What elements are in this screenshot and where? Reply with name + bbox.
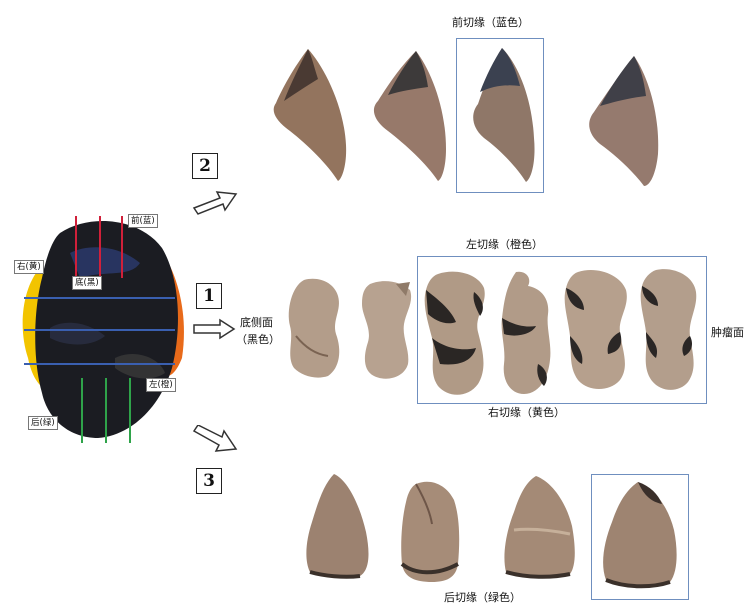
tag-right: 右(黄) [14, 260, 44, 274]
specimen [10, 208, 190, 448]
arrow-right-icon [192, 318, 236, 340]
step-2-box: 2 [192, 153, 218, 179]
label-right-margin: 右切缘（黄色） [488, 406, 565, 419]
step-1-box: 1 [196, 283, 222, 309]
side-slice-1 [422, 268, 492, 400]
label-front-margin: 前切缘（蓝色） [452, 16, 529, 29]
front-slice-1 [268, 45, 352, 185]
side-slice-4 [636, 266, 702, 396]
label-tumor-side: 肿瘤面 [711, 326, 744, 339]
tag-left: 左(橙) [146, 378, 176, 392]
tag-front: 前(蓝) [128, 214, 158, 228]
back-slice-2 [396, 478, 468, 586]
front-slice-3 [466, 42, 542, 190]
tag-back: 后(绿) [28, 416, 58, 430]
bottom-slice-1 [284, 276, 346, 380]
front-slice-2 [368, 45, 452, 185]
step-3-box: 3 [196, 468, 222, 494]
label-bottom-side-1: 底侧面 [240, 316, 273, 329]
label-back-margin: 后切缘（绿色） [444, 591, 521, 604]
side-slice-3 [560, 266, 632, 396]
bottom-slice-2 [356, 278, 418, 382]
front-slice-4 [582, 50, 666, 190]
label-bottom-side-2: （黑色） [236, 333, 280, 346]
arrow-up-right-icon [192, 186, 238, 216]
specimen-drawing [10, 208, 190, 448]
side-slice-2 [494, 268, 560, 400]
tag-bottom: 底(黑) [72, 276, 102, 290]
back-slice-3 [496, 472, 580, 582]
label-left-margin: 左切缘（橙色） [466, 238, 543, 251]
arrow-down-right-icon [192, 425, 238, 457]
back-slice-1 [300, 470, 376, 582]
back-slice-4 [596, 478, 684, 590]
